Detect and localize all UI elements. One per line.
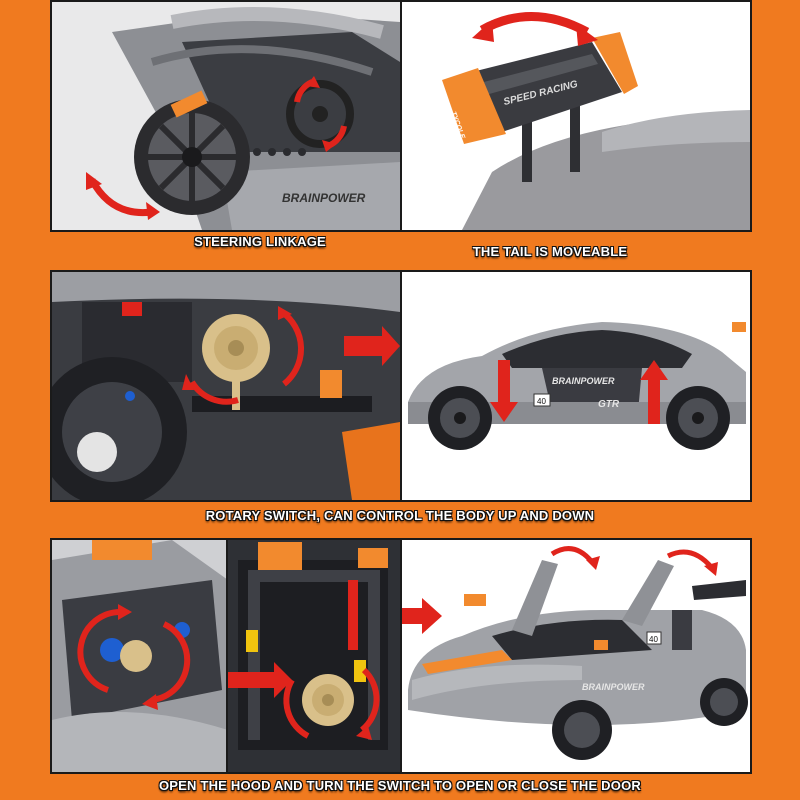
door-switch-closeup-panel [226, 538, 402, 774]
caption-rotary-switch: ROTARY SWITCH, CAN CONTROL THE BODY UP A… [205, 508, 595, 523]
caption-steering-linkage: STEERING LINKAGE [194, 234, 326, 249]
steering-linkage-illustration: BRAINPOWER [52, 2, 400, 230]
up-arrow-icon [640, 360, 668, 424]
doors-front-wheel [552, 700, 612, 760]
rotate-right-arrow-icon [280, 309, 305, 387]
steering-linkage-panel: BRAINPOWER [50, 0, 402, 232]
body-brand-decal: BRAINPOWER [282, 191, 366, 205]
steering-arrow-icon [88, 178, 153, 217]
door-open-arrow-icon [550, 546, 594, 564]
door-tan-gear [302, 674, 354, 726]
rotate-left-arrow-icon [189, 380, 239, 405]
car-front-wheel [428, 386, 492, 450]
car-rear-wheel [666, 386, 730, 450]
moveable-tail-illustration: SPEED RACING TYCOLE [402, 2, 750, 230]
body-lift-car-panel: BRAINPOWER GTR 40 [400, 270, 752, 502]
tail-move-arrow-icon [479, 12, 590, 36]
down-arrow-icon [490, 360, 518, 422]
front-wheel [134, 99, 250, 215]
tan-gear [202, 314, 270, 410]
right-arrow-icon [344, 326, 400, 366]
rotary-switch-closeup-panel [50, 270, 402, 502]
body-lift-car-illustration: BRAINPOWER GTR 40 [402, 272, 750, 500]
caption-tail-moveable: THE TAIL IS MOVEABLE [472, 244, 628, 259]
doors-rear-wheel [700, 678, 748, 726]
rear-wing: SPEED RACING TYCOLE [442, 32, 638, 144]
rotary-switch-closeup-illustration [52, 272, 400, 500]
hood-open-panel [50, 538, 230, 774]
caption-hood-door: OPEN THE HOOD AND TURN THE SWITCH TO OPE… [159, 778, 641, 793]
hood-open-illustration [52, 540, 228, 772]
gtr-decal: GTR [598, 399, 620, 410]
door-switch-closeup-illustration [228, 540, 400, 772]
hood-rotate-arrow-icon [77, 608, 123, 693]
doors-open-car-illustration: 40 BRAINPOWER [402, 540, 750, 772]
number-decal: 40 [537, 397, 546, 406]
door-rotate-arrow-icon [283, 678, 310, 739]
side-brand-decal: BRAINPOWER [552, 376, 615, 386]
steering-wheel [286, 80, 354, 148]
door-left-arrow-icon [228, 662, 292, 698]
doors-open-car-panel: 40 BRAINPOWER [400, 538, 752, 774]
door-side-brand-decal: BRAINPOWER [582, 682, 645, 692]
door-number-decal: 40 [649, 635, 658, 644]
moveable-tail-panel: SPEED RACING TYCOLE [400, 0, 752, 232]
